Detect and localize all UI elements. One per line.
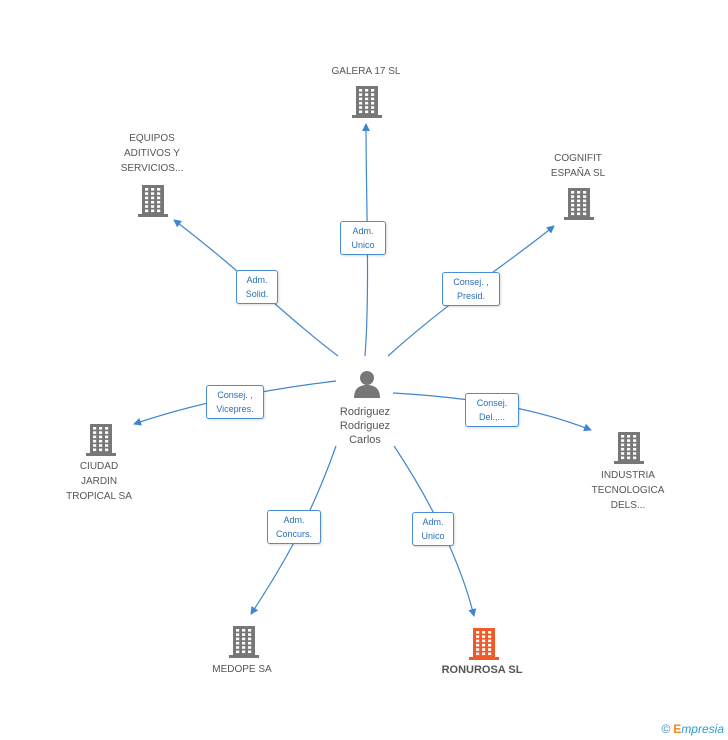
person-icon — [354, 371, 380, 398]
role-label: Adm. Concurs. — [267, 510, 321, 544]
footer-brand: ©Empresia — [661, 722, 724, 736]
brand-logo-letter: E — [673, 722, 682, 736]
company-name[interactable]: CIUDAD JARDIN TROPICAL SA — [66, 461, 132, 502]
role-label: Consej. Del.,... — [465, 393, 519, 427]
building-icon — [229, 626, 259, 658]
company-name[interactable]: RONUROSA SL — [441, 664, 523, 676]
company-name[interactable]: GALERA 17 SL — [331, 66, 401, 77]
building-icon — [469, 628, 499, 660]
company-name[interactable]: INDUSTRIA TECNOLOGICA DELS... — [591, 470, 665, 511]
person-name: Rodriguez Rodriguez Carlos — [339, 406, 391, 446]
copyright-icon: © — [661, 722, 671, 736]
role-label: Consej. , Vicepres. — [206, 385, 264, 419]
company-name[interactable]: MEDOPE SA — [212, 664, 272, 675]
brand-logo-text: mpresia — [681, 722, 724, 736]
building-icon — [352, 86, 382, 118]
role-label: Adm. Solid. — [236, 270, 278, 304]
company-name[interactable]: COGNIFIT ESPAÑA SL — [550, 153, 606, 179]
building-icon — [564, 188, 594, 220]
role-label: Consej. , Presid. — [442, 272, 500, 306]
building-icon — [138, 185, 168, 217]
role-label: Adm. Unico — [340, 221, 386, 255]
building-icon — [614, 432, 644, 464]
building-icon — [86, 424, 116, 456]
role-label: Adm. Unico — [412, 512, 454, 546]
company-name[interactable]: EQUIPOS ADITIVOS Y SERVICIOS... — [120, 133, 184, 174]
